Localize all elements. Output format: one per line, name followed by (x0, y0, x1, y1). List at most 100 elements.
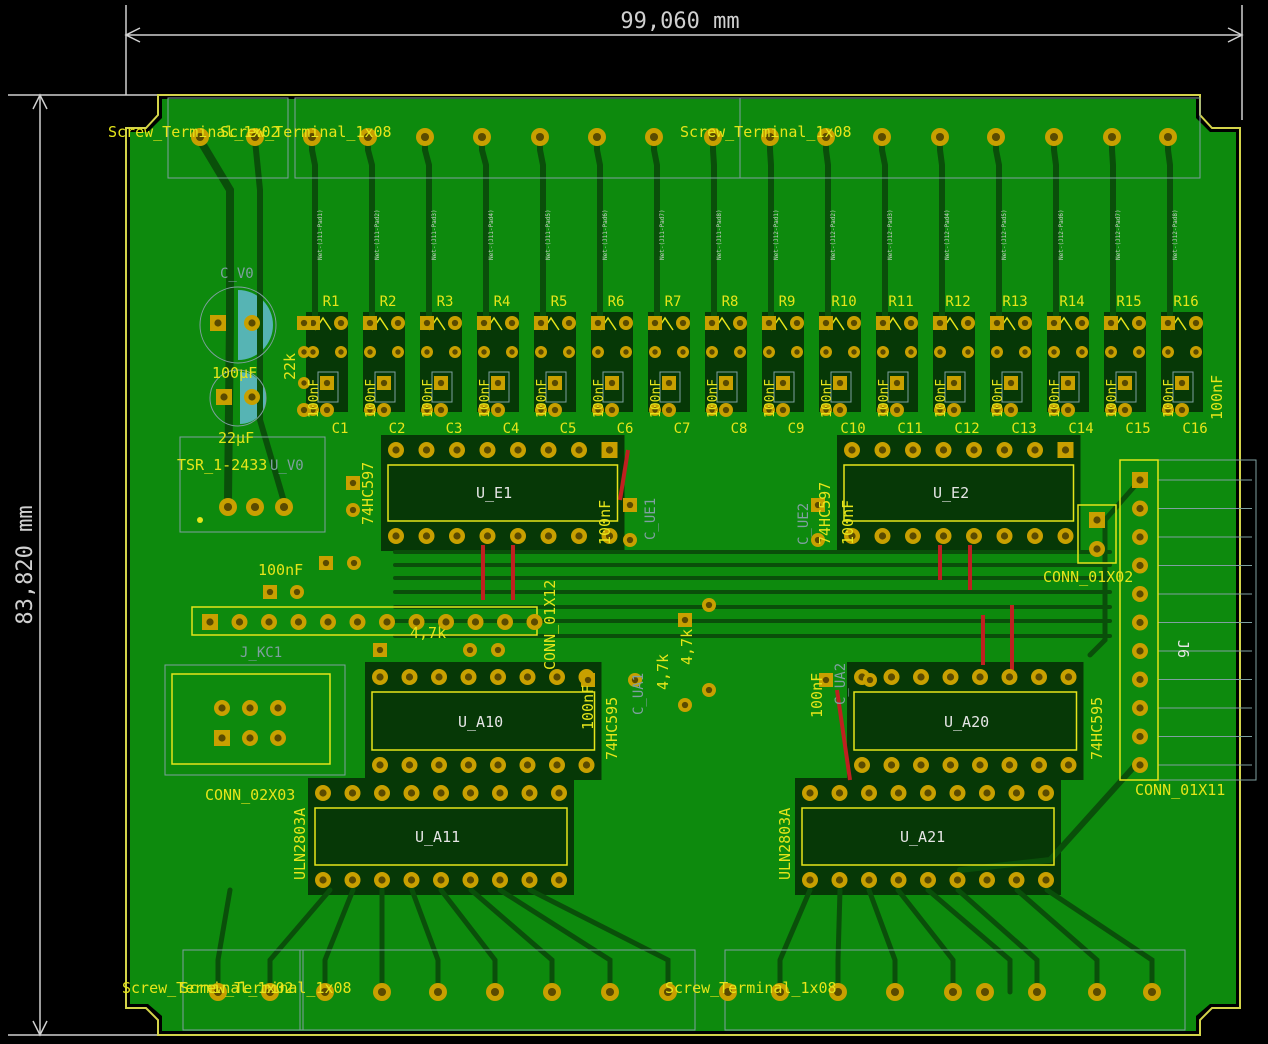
svg-text:100nF: 100nF (934, 379, 949, 418)
svg-text:100nF: 100nF (1048, 379, 1063, 418)
label-22k: 22k (281, 353, 299, 380)
resistor-label: R12 (945, 294, 970, 310)
svg-text:100nF: 100nF (478, 379, 493, 418)
resistor-label: R4 (494, 294, 511, 310)
silkscreen-outlines (171, 316, 1187, 866)
svg-text:Net-(J12-Pad6): Net-(J12-Pad6) (1058, 209, 1065, 260)
resistor-label: R9 (779, 294, 796, 310)
label-100nf-right: 100nF (1208, 375, 1226, 420)
capacitor-label: C11 (897, 421, 922, 437)
svg-text:Net-(J11-Pad3): Net-(J11-Pad3) (431, 209, 438, 260)
label-j-kc1: J_KC1 (240, 645, 282, 661)
capacitor-label: C12 (954, 421, 979, 437)
label-u-v0: U_V0 (270, 458, 304, 474)
svg-text:100nF: 100nF (1162, 379, 1177, 418)
svg-text:Net-(J11-Pad8): Net-(J11-Pad8) (716, 209, 723, 260)
capacitor-label: C16 (1182, 421, 1207, 437)
capacitor-label: C5 (560, 421, 577, 437)
svg-text:Net-(J12-Pad5): Net-(J12-Pad5) (1001, 209, 1008, 260)
svg-text:Net-(J11-Pad5): Net-(J11-Pad5) (545, 209, 552, 260)
label-ic-597a: 74HC597 (359, 462, 377, 525)
svg-text:100nF: 100nF (421, 379, 436, 418)
label-u-a20: U_A20 (944, 713, 989, 731)
label-uln-b: ULN2803A (776, 808, 794, 880)
label-u-a21: U_A21 (900, 828, 945, 846)
capacitor-label: C14 (1068, 421, 1093, 437)
pads[interactable] (191, 128, 1203, 1001)
label-100nf-b: 100nF (839, 500, 857, 545)
svg-text:100nF: 100nF (592, 379, 607, 418)
svg-text:100nF: 100nF (535, 379, 550, 418)
label-j6: J6 (1174, 640, 1192, 658)
svg-text:100nF: 100nF (1105, 379, 1120, 418)
label-screw-bottom-left-b: Screw_Terminal_1x08 (180, 979, 352, 997)
capacitor-label: C4 (503, 421, 520, 437)
svg-text:Net-(J12-Pad4): Net-(J12-Pad4) (944, 209, 951, 260)
resistor-label: R6 (608, 294, 625, 310)
label-r47k-a: 4,7k (410, 624, 446, 642)
resistor-label: R16 (1173, 294, 1198, 310)
capacitor-label: C7 (674, 421, 691, 437)
capacitor-label: C8 (731, 421, 748, 437)
label-c-ue2: C_UE2 (796, 503, 812, 545)
capacitor-label: C3 (446, 421, 463, 437)
label-c-ua2: C_UA2 (833, 663, 849, 705)
label-screw-top-left: Screw_Terminal_1x02 (108, 123, 280, 141)
svg-text:100nF: 100nF (877, 379, 892, 418)
resistor-label: R3 (437, 294, 454, 310)
label-screw-bottom-right: Screw_Terminal_1x08 (665, 979, 837, 997)
svg-text:Net-(J12-Pad3): Net-(J12-Pad3) (887, 209, 894, 260)
svg-text:Net-(J12-Pad1): Net-(J12-Pad1) (773, 209, 780, 260)
svg-text:100nF: 100nF (763, 379, 778, 418)
capacitor-label: C13 (1011, 421, 1036, 437)
svg-text:100nF: 100nF (307, 379, 322, 418)
label-100nf-a: 100nF (596, 500, 614, 545)
svg-text:Net-(J12-Pad7): Net-(J12-Pad7) (1115, 209, 1122, 260)
label-100nf-left: 100nF (258, 561, 303, 579)
label-100nf-c: 100nF (579, 685, 597, 730)
label-hc595-b: 74HC595 (1088, 697, 1106, 760)
resistor-label: R8 (722, 294, 739, 310)
label-c-v0: C_V0 (220, 266, 254, 282)
back-copper-tracks (481, 449, 1014, 781)
net-labels: Net-(J11-Pad1)Net-(J11-Pad2)Net-(J11-Pad… (317, 209, 1179, 260)
resistor-label: R11 (888, 294, 913, 310)
label-u-e2: U_E2 (933, 484, 969, 502)
label-uln-a: ULN2803A (291, 808, 309, 880)
label-u-e1: U_E1 (476, 484, 512, 502)
label-100nf-d: 100nF (808, 673, 826, 718)
dimension-height (8, 93, 160, 1037)
label-conn-01x11: CONN_01X11 (1135, 781, 1225, 799)
resistor-label: R10 (831, 294, 856, 310)
resistor-label: R1 (323, 294, 340, 310)
label-conn-01x12: CONN_01X12 (541, 580, 559, 670)
label-cap-100uf: 100µF (212, 364, 257, 382)
svg-text:100nF: 100nF (706, 379, 721, 418)
resistor-label: R15 (1116, 294, 1141, 310)
label-r47k-c: 4,7k (678, 629, 696, 665)
svg-text:Net-(J11-Pad6): Net-(J11-Pad6) (602, 209, 609, 260)
svg-text:100nF: 100nF (649, 379, 664, 418)
label-ic-597b: 74HC597 (816, 482, 834, 545)
resistor-label: R7 (665, 294, 682, 310)
board-outline (125, 94, 1241, 1036)
fab-outlines (164, 97, 1257, 1031)
capacitor-label: C9 (788, 421, 805, 437)
capacitor-labels: C1100nFC2100nFC3100nFC4100nFC5100nFC6100… (307, 379, 1208, 437)
resistor-label: R2 (380, 294, 397, 310)
svg-text:Net-(J11-Pad4): Net-(J11-Pad4) (488, 209, 495, 260)
capacitor-label: C15 (1125, 421, 1150, 437)
resistor-label: R5 (551, 294, 568, 310)
svg-text:100nF: 100nF (991, 379, 1006, 418)
label-screw-top-left-b: Screw_Terminal_1x08 (220, 123, 392, 141)
label-cap-22uf: 22µF (218, 429, 254, 447)
svg-text:100nF: 100nF (364, 379, 379, 418)
label-screw-top-right: Screw_Terminal_1x08 (680, 123, 852, 141)
label-tsr: TSR_1-2433 (177, 456, 267, 474)
svg-text:Net-(J12-Pad8): Net-(J12-Pad8) (1172, 209, 1179, 260)
label-conn-02x03: CONN_02X03 (205, 786, 295, 804)
svg-text:Net-(J12-Pad2): Net-(J12-Pad2) (830, 209, 837, 260)
dimension-width-label: 99,060 mm (620, 9, 739, 34)
